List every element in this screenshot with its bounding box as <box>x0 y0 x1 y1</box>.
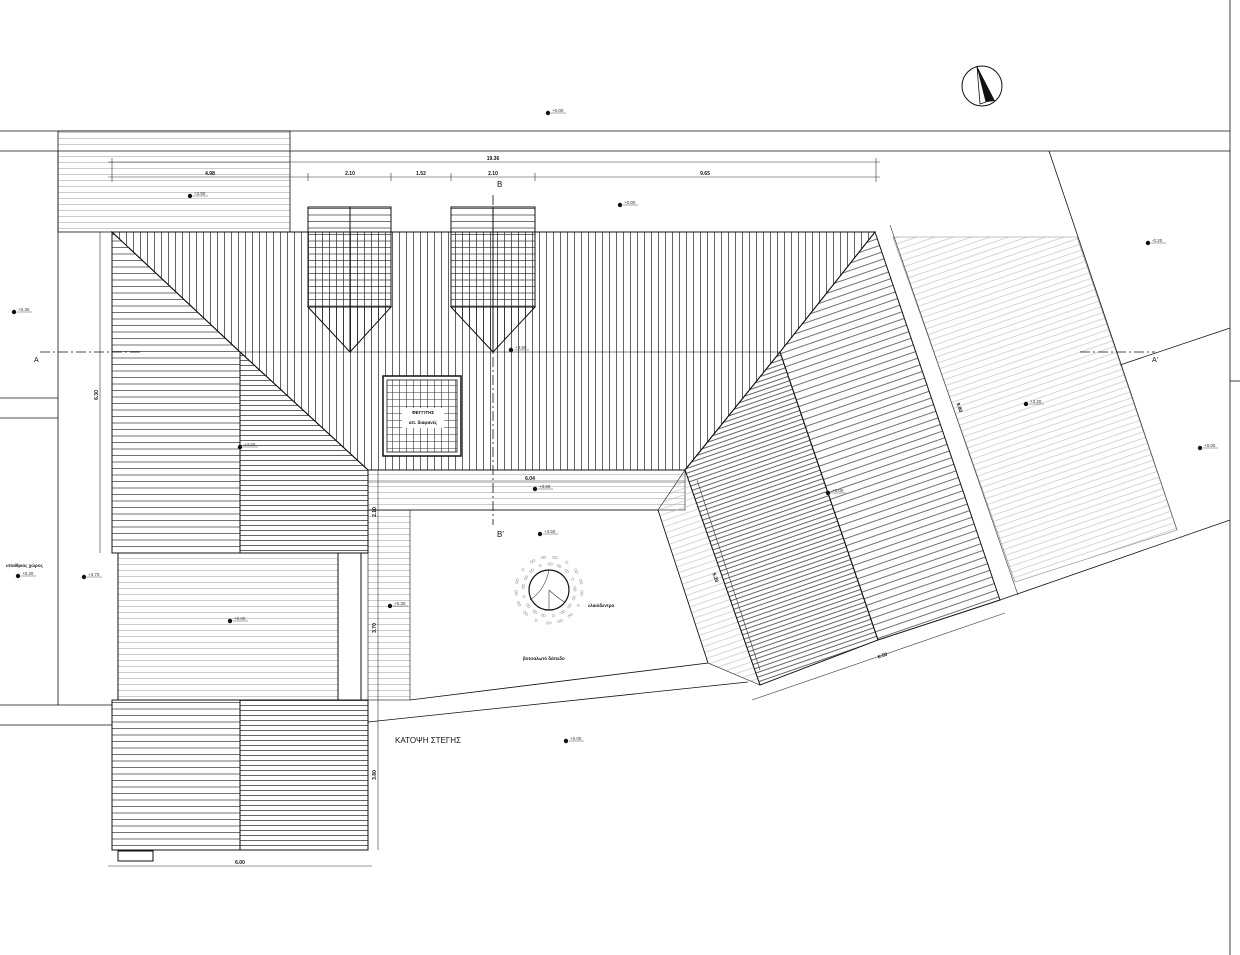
right-terrace <box>892 236 1178 583</box>
neighbor-label: υπαίθριος χώρος <box>6 563 44 569</box>
level-value: +0.00 <box>624 200 636 205</box>
level-icon <box>1023 401 1029 407</box>
level-icon <box>508 347 514 353</box>
level-marker: +3.20 <box>1023 399 1044 407</box>
level-marker: +0.00 <box>825 488 846 496</box>
dim-bottom-block: 3.80 <box>372 770 378 780</box>
dim-right-side: 5.20 <box>711 572 720 583</box>
level-marker: +0.00 <box>617 200 638 208</box>
level-value: +3.50 <box>244 442 256 447</box>
dim-seg-4: 2.10 <box>488 171 498 177</box>
level-marker: +3.50 <box>187 191 208 199</box>
level-value: +3.20 <box>1030 399 1042 404</box>
skylight-label: ΦΕΓΓΙΤΗΣ <box>412 410 434 415</box>
dim-right-length: 9.80 <box>955 402 964 413</box>
level-marker: +3.50 <box>537 529 558 537</box>
section-mark-a: Α <box>34 357 39 364</box>
level-marker: +0.20 <box>15 571 36 579</box>
level-value: +0.00 <box>234 616 246 621</box>
dim-right-bottom: 6.50 <box>877 652 888 661</box>
dormers <box>306 206 537 353</box>
level-value: +3.50 <box>539 484 551 489</box>
dim-courtyard-width: 6.04 <box>525 476 535 482</box>
level-marker: +3.50 <box>532 484 553 492</box>
level-icon <box>1197 445 1203 451</box>
tree-label: ελαιόδεντρο <box>588 603 615 608</box>
level-value: +0.30 <box>394 601 406 606</box>
dim-seg-3: 1.52 <box>416 171 426 177</box>
dim-overall: 19.36 <box>487 156 500 162</box>
level-value: +0.00 <box>570 736 582 741</box>
level-marker: +3.50 <box>508 345 529 353</box>
level-marker: +3.70 <box>81 572 102 580</box>
dim-courtyard-side: 3.70 <box>372 623 378 633</box>
level-value: +3.50 <box>544 529 556 534</box>
level-icon <box>81 574 87 580</box>
level-marker: +0.30 <box>11 307 32 315</box>
dim-left-wing: 6.30 <box>94 390 100 400</box>
level-icon <box>187 193 193 199</box>
level-value: +0.00 <box>552 108 564 113</box>
level-marker: +0.30 <box>387 601 408 609</box>
level-value: +0.20 <box>22 571 34 576</box>
paving-label: βοτσαλωτό δάπεδο <box>523 656 565 661</box>
level-value: +3.50 <box>194 191 206 196</box>
level-icon <box>825 490 831 496</box>
level-icon <box>532 486 538 492</box>
level-marker: +0.00 <box>1197 443 1218 451</box>
level-icon <box>237 444 243 450</box>
level-value: +0.00 <box>1204 443 1216 448</box>
dimension-labels: 19.36 4.98 2.10 1.52 2.10 9.65 6.30 2.10… <box>94 156 963 866</box>
level-value: +0.30 <box>18 307 30 312</box>
skylight-sublabel: απ. διαφανές <box>409 420 438 426</box>
drawing-title: ΚΑΤΟΨΗ ΣΤΕΓΗΣ <box>395 736 461 745</box>
level-value: +0.00 <box>832 488 844 493</box>
courtyard-paving <box>367 469 761 701</box>
neighbor-building-roof <box>57 130 291 233</box>
section-mark-a-prime: Α' <box>1152 357 1158 364</box>
level-marker: +0.00 <box>545 108 566 116</box>
dim-seg-5: 9.65 <box>700 171 710 177</box>
dimension-lines <box>99 158 1019 867</box>
level-icon <box>545 110 551 116</box>
lower-wings <box>111 552 369 862</box>
level-value: +3.70 <box>88 572 100 577</box>
level-icon <box>227 618 233 624</box>
level-marker: +0.00 <box>227 616 248 624</box>
dim-seg-1: 4.98 <box>205 171 215 177</box>
level-icon <box>617 202 623 208</box>
level-marker: +3.50 <box>237 442 258 450</box>
skylight: ΦΕΓΓΙΤΗΣ απ. διαφανές <box>382 375 462 457</box>
level-value: -0.20 <box>1152 238 1163 243</box>
level-marker: +0.00 <box>563 736 584 744</box>
level-icon <box>563 738 569 744</box>
section-mark-b: Β <box>497 180 502 189</box>
section-lines <box>40 195 1155 525</box>
level-markers: +0.00 +3.50 +0.00 -0.20 +0.30 +3.50 +3.20 +3.50… <box>11 108 1218 744</box>
olive-tree <box>514 555 584 625</box>
dim-seg-2: 2.10 <box>345 171 355 177</box>
dim-left-courtyard: 2.10 <box>372 507 378 517</box>
level-icon <box>1145 240 1151 246</box>
level-value: +3.50 <box>515 345 527 350</box>
level-icon <box>537 531 543 537</box>
level-icon <box>11 309 17 315</box>
level-icon <box>15 573 21 579</box>
level-icon <box>387 603 393 609</box>
dim-bottom-width: 6.00 <box>235 860 245 866</box>
north-arrow-icon <box>961 65 1003 107</box>
level-marker: -0.20 <box>1145 238 1166 246</box>
section-mark-b-prime: Β' <box>497 530 504 539</box>
